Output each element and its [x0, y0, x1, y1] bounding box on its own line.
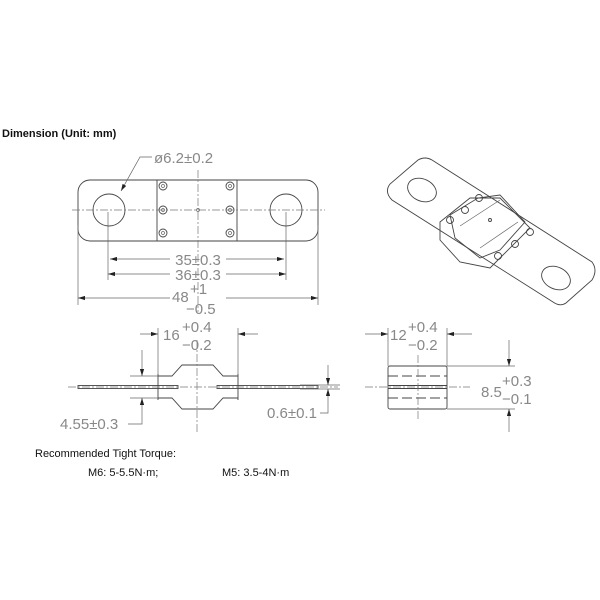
thickness-label: 0.6±0.1 [267, 405, 317, 422]
width-12-tol-plus: +0.4 [408, 319, 438, 336]
hole-diameter-label: ø6.2±0.2 [154, 150, 213, 167]
width-12-label: 12 [390, 327, 407, 344]
height-8-5-label: 8.5 [481, 384, 502, 401]
length-label: 48 [172, 289, 189, 306]
width-16-label: 16 [163, 327, 180, 344]
length-tol-plus: +1 [190, 281, 207, 298]
dimension-heading: Dimension (Unit: mm) [2, 128, 117, 140]
screw-circles [158, 181, 235, 238]
isometric-view [387, 157, 596, 306]
hole-spacing-35-label: 35±0.3 [175, 252, 221, 269]
torque-m6: M6: 5-5.5N·m; [88, 467, 158, 479]
center-block [156, 179, 238, 242]
torque-title: Recommended Tight Torque: [35, 448, 176, 460]
length-tol-minus: −0.5 [186, 301, 216, 318]
torque-m5: M5: 3.5-4N·m [222, 467, 289, 479]
hole-spacing-36-label: 36±0.3 [175, 267, 221, 284]
end-view: 12 +0.4 −0.2 8.5 +0.3 −0.1 [365, 319, 532, 432]
height-8-5-tol-plus: +0.3 [502, 373, 532, 390]
width-12-tol-minus: −0.2 [408, 337, 438, 354]
width-16-tol-plus: +0.4 [182, 319, 212, 336]
iso-screws [446, 194, 534, 260]
height-8-5-tol-minus: −0.1 [502, 391, 532, 408]
height-label: 4.55±0.3 [60, 416, 118, 433]
width-16-tol-minus: −0.2 [182, 337, 212, 354]
side-view: 16 +0.4 −0.2 4.55±0.3 0.6±0.1 [60, 319, 340, 433]
top-view: ø6.2±0.2 35±0.3 36±0.3 48 +1 −0.5 [72, 150, 325, 318]
